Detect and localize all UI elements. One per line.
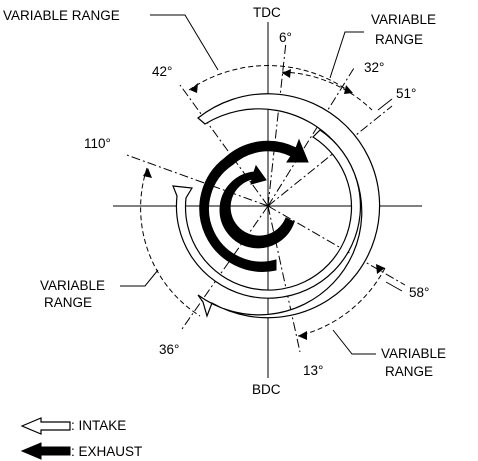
line-110deg	[123, 153, 269, 207]
legend-exhaust-label: : EXHAUST	[71, 444, 142, 459]
intake-arcs	[172, 93, 381, 319]
line-32deg	[267, 67, 355, 207]
label-tdc: TDC	[253, 5, 281, 20]
line-42deg	[179, 84, 269, 207]
leader-top-right	[329, 31, 364, 79]
leader-51	[377, 98, 393, 111]
intake-arc-inner	[172, 129, 362, 299]
leader-top-left	[150, 14, 219, 71]
label-variable-bottom-right: VARIABLE	[381, 346, 446, 361]
arrow-intake-open	[190, 83, 198, 93]
leader-58	[385, 281, 403, 292]
label-13deg: 13°	[303, 363, 323, 378]
label-42deg: 42°	[152, 64, 172, 79]
label-variable-range-top-left: VARIABLE RANGE	[3, 8, 120, 23]
label-range-left: RANGE	[44, 295, 92, 310]
variable-range-arcs	[140, 65, 386, 337]
leader-bottom-right	[332, 329, 376, 355]
label-range-top-right: RANGE	[375, 32, 423, 47]
label-51deg: 51°	[396, 86, 416, 101]
labels: VARIABLE RANGE TDC VARIABLE RANGE 6° 32°…	[3, 5, 446, 397]
line-6deg	[267, 41, 287, 207]
label-58deg: 58°	[409, 285, 429, 300]
line-13deg	[267, 205, 301, 353]
label-bdc: BDC	[252, 382, 281, 397]
arrow-intake-close	[143, 168, 152, 178]
legend-intake-label: : INTAKE	[71, 418, 126, 433]
arrow-exhaust-open-left	[282, 69, 291, 78]
intake-open-range-arc	[188, 65, 351, 93]
label-variable-top-right: VARIABLE	[371, 12, 436, 27]
exhaust-arcs	[199, 138, 309, 272]
line-58deg	[267, 205, 406, 286]
arrow-exhaust-open-right	[344, 85, 353, 94]
leader-left	[120, 269, 159, 287]
exhaust-arc-outer	[199, 138, 309, 272]
exhaust-close-range-arc	[297, 267, 386, 337]
legend-exhaust-arrow-icon	[20, 442, 71, 460]
intake-close-range-arc	[140, 167, 201, 317]
arrow-exhaust-close-top	[376, 264, 385, 274]
exhaust-arc-inner	[219, 164, 295, 249]
label-110deg: 110°	[84, 136, 111, 151]
label-variable-left: VARIABLE	[40, 278, 105, 293]
timing-lines	[123, 41, 406, 353]
label-36deg: 36°	[159, 342, 179, 357]
leader-lines	[120, 14, 403, 355]
line-51deg	[267, 105, 393, 207]
legend: : INTAKE : EXHAUST	[20, 417, 142, 460]
exhaust-open-range-arc	[281, 71, 373, 111]
range-arrows	[143, 69, 385, 340]
label-6deg: 6°	[279, 30, 292, 45]
arrow-exhaust-close-bottom	[298, 331, 307, 340]
legend-intake-arrow-icon	[20, 417, 71, 435]
line-36deg	[181, 205, 269, 330]
label-range-bottom-right: RANGE	[385, 364, 433, 379]
label-32deg: 32°	[364, 60, 384, 75]
